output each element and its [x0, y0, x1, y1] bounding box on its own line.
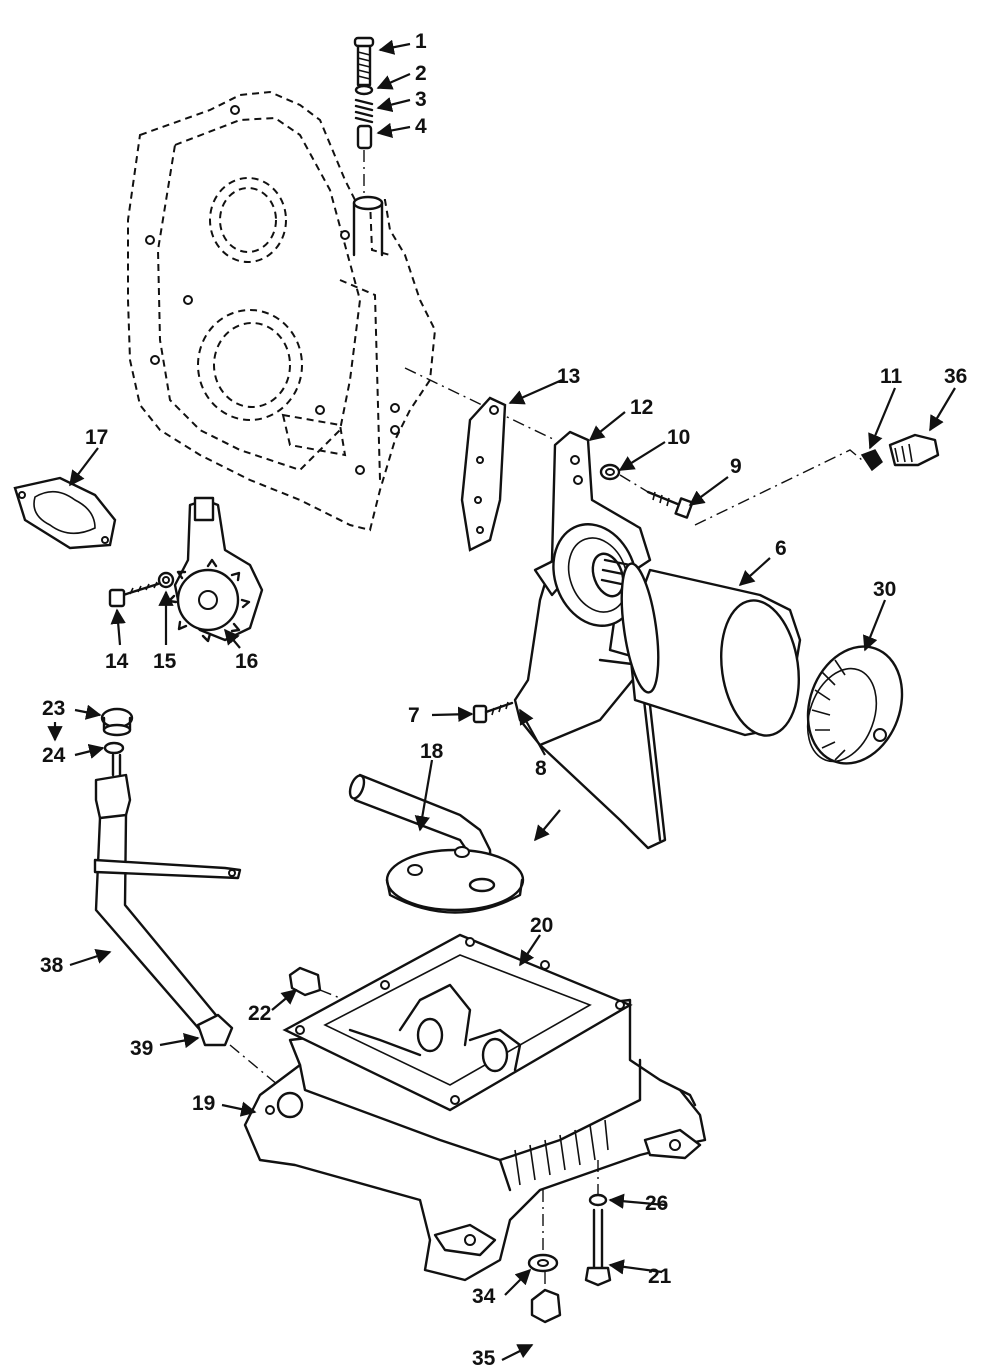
callout-26: 26 — [645, 1192, 668, 1215]
callout-16: 16 — [235, 650, 258, 673]
callout-4: 4 — [415, 115, 427, 138]
gear-case-housing — [127, 90, 556, 532]
sender-36 — [888, 433, 940, 467]
nut-35 — [530, 1272, 562, 1324]
plug-22 — [288, 966, 341, 999]
washer-26 — [588, 1193, 608, 1207]
callout-7: 7 — [408, 704, 420, 727]
callout-12: 12 — [630, 396, 653, 419]
relief-valve-parts — [353, 36, 375, 195]
callout-6: 6 — [775, 537, 787, 560]
callout-30: 30 — [873, 578, 896, 601]
callout-34: 34 — [472, 1285, 496, 1308]
callout-9: 9 — [730, 455, 742, 478]
callout-38: 38 — [40, 954, 64, 977]
callout-11: 11 — [880, 365, 903, 388]
washer-34 — [527, 1190, 559, 1273]
washer-10 — [599, 463, 621, 481]
oil-pump-16 — [108, 496, 264, 643]
gasket-17 — [13, 476, 117, 550]
filter-element-30 — [806, 645, 904, 765]
callout-8: 8 — [535, 757, 547, 780]
callout-15: 15 — [153, 650, 177, 673]
dipstick-assembly — [93, 707, 291, 1096]
callout-17: 17 — [85, 426, 108, 449]
fitting-11 — [694, 449, 883, 526]
callout-14: 14 — [105, 650, 129, 673]
callout-23: 23 — [42, 697, 65, 720]
oil-filter-6 — [620, 562, 802, 737]
callout-36: 36 — [944, 365, 967, 388]
pickup-tube-18 — [348, 773, 525, 914]
bracket-13 — [460, 396, 507, 552]
callout-1: 1 — [415, 30, 427, 53]
oil-pan-19 — [243, 998, 707, 1282]
callout-10: 10 — [667, 426, 690, 449]
callout-22: 22 — [248, 1002, 271, 1025]
pan-gasket-20 — [282, 933, 633, 1112]
screw-7 — [472, 701, 514, 724]
callout-labels: 1 2 3 4 6 7 8 9 10 11 12 13 14 15 16 17 … — [40, 30, 967, 1370]
bolt-21 — [584, 1160, 612, 1287]
callout-2: 2 — [415, 62, 427, 85]
callout-3: 3 — [415, 88, 427, 111]
bolt-9 — [619, 474, 694, 519]
filter-adapter — [552, 523, 638, 627]
callout-18: 18 — [420, 740, 444, 763]
callout-19: 19 — [192, 1092, 215, 1115]
callout-21: 21 — [648, 1265, 672, 1288]
callout-20: 20 — [530, 914, 553, 937]
callout-13: 13 — [557, 365, 580, 388]
callout-24: 24 — [42, 744, 66, 767]
callout-35: 35 — [472, 1347, 496, 1370]
callout-39: 39 — [130, 1037, 153, 1060]
